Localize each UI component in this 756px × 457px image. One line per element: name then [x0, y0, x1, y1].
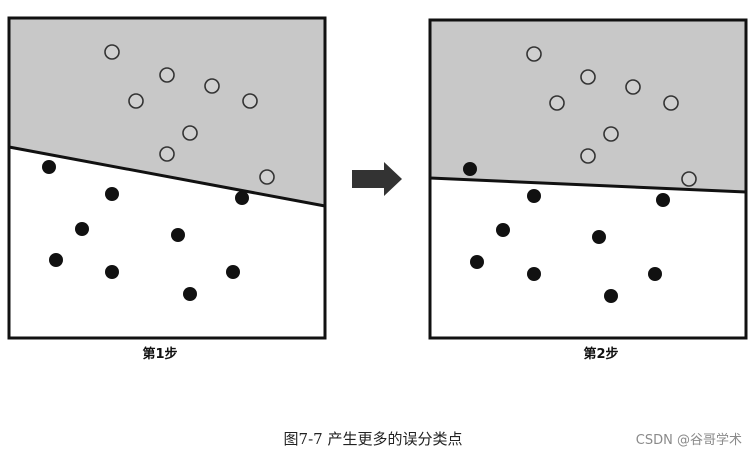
filled-data-point	[75, 222, 89, 236]
open-data-point	[625, 79, 641, 95]
right-arrow-icon	[352, 162, 402, 196]
open-data-point	[549, 95, 565, 111]
filled-data-point	[49, 253, 63, 267]
panel-2-points	[463, 46, 697, 303]
filled-data-point	[183, 287, 197, 301]
filled-data-point	[105, 265, 119, 279]
filled-data-point	[171, 228, 185, 242]
shaded-region	[430, 20, 746, 192]
open-data-point	[681, 171, 697, 187]
filled-data-point	[604, 289, 618, 303]
filled-data-point	[648, 267, 662, 281]
filled-data-point	[42, 160, 56, 174]
figure-caption: 图7-7 产生更多的误分类点	[284, 430, 463, 448]
filled-data-point	[527, 267, 541, 281]
shaded-region	[9, 18, 325, 206]
panel-frame	[428, 18, 748, 340]
filled-data-point	[470, 255, 484, 269]
unshaded-region	[430, 178, 746, 338]
open-data-point	[182, 125, 198, 141]
open-data-point	[580, 69, 596, 85]
open-data-point	[242, 93, 258, 109]
step-2-label: 第2步	[583, 346, 618, 362]
open-data-point	[526, 46, 542, 62]
open-data-point	[663, 95, 679, 111]
step-1-label: 第1步	[142, 346, 177, 362]
open-data-point	[159, 67, 175, 83]
panel-frame	[7, 16, 327, 340]
filled-data-point	[105, 187, 119, 201]
decision-boundary	[429, 176, 747, 194]
open-data-point	[128, 93, 144, 109]
filled-data-point	[527, 189, 541, 203]
open-data-point	[204, 78, 220, 94]
filled-data-point	[496, 223, 510, 237]
filled-data-point	[592, 230, 606, 244]
watermark: CSDN @谷哥学术	[636, 432, 742, 448]
open-data-point	[104, 44, 120, 60]
open-data-point	[580, 148, 596, 164]
panel-step-2	[428, 18, 748, 340]
filled-data-point	[226, 265, 240, 279]
decision-boundary	[8, 145, 326, 208]
filled-data-point	[235, 191, 249, 205]
open-data-point	[603, 126, 619, 142]
panel-step-1	[7, 16, 327, 340]
panel-1-points	[42, 44, 275, 301]
open-data-point	[159, 146, 175, 162]
filled-data-point	[656, 193, 670, 207]
open-data-point	[259, 169, 275, 185]
filled-data-point	[463, 162, 477, 176]
